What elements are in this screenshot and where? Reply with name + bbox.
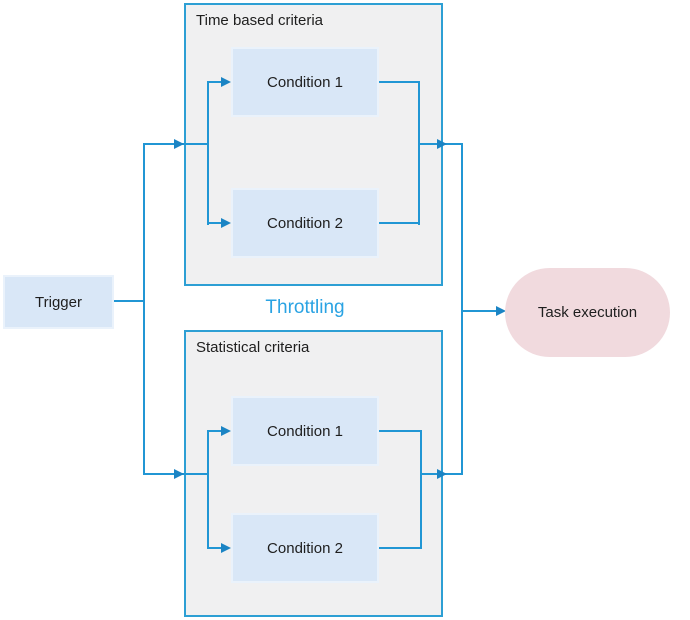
arrowhead-icon (221, 218, 231, 228)
connector-line (143, 143, 145, 475)
node-label: Condition 1 (267, 73, 343, 91)
group-title-statistical: Statistical criteria (196, 339, 310, 356)
arrowhead-icon (221, 77, 231, 87)
connector-line (418, 81, 420, 225)
node-label: Condition 2 (267, 214, 343, 232)
node-label: Condition 1 (267, 422, 343, 440)
connector-line (461, 143, 463, 475)
throttling-label: Throttling (265, 297, 345, 318)
node-time-condition-2: Condition 2 (231, 188, 379, 258)
connector-line (207, 430, 209, 549)
node-time-condition-1: Condition 1 (231, 47, 379, 117)
node-task-execution: Task execution (505, 268, 670, 357)
arrowhead-icon (496, 306, 506, 316)
connector-line (208, 547, 222, 549)
arrowhead-icon (221, 543, 231, 553)
arrowhead-icon (437, 469, 447, 479)
arrowhead-icon (174, 469, 184, 479)
connector-line (462, 310, 497, 312)
connector-line (208, 81, 222, 83)
connector-line (208, 430, 222, 432)
connector-line (379, 222, 420, 224)
node-task-execution-label: Task execution (537, 304, 638, 321)
connector-line (208, 222, 222, 224)
group-title-time-based: Time based criteria (196, 12, 323, 29)
connector-line (207, 81, 209, 225)
connector-line (379, 81, 420, 83)
node-stat-condition-1: Condition 1 (231, 396, 379, 466)
connector-line (114, 300, 145, 302)
arrowhead-icon (437, 139, 447, 149)
connector-line (379, 547, 422, 549)
connector-line (379, 430, 422, 432)
node-trigger-label: Trigger (35, 293, 82, 311)
node-stat-condition-2: Condition 2 (231, 513, 379, 583)
arrowhead-icon (221, 426, 231, 436)
connector-line (420, 430, 422, 549)
node-trigger: Trigger (3, 275, 114, 329)
arrowhead-icon (174, 139, 184, 149)
node-label: Condition 2 (267, 539, 343, 557)
